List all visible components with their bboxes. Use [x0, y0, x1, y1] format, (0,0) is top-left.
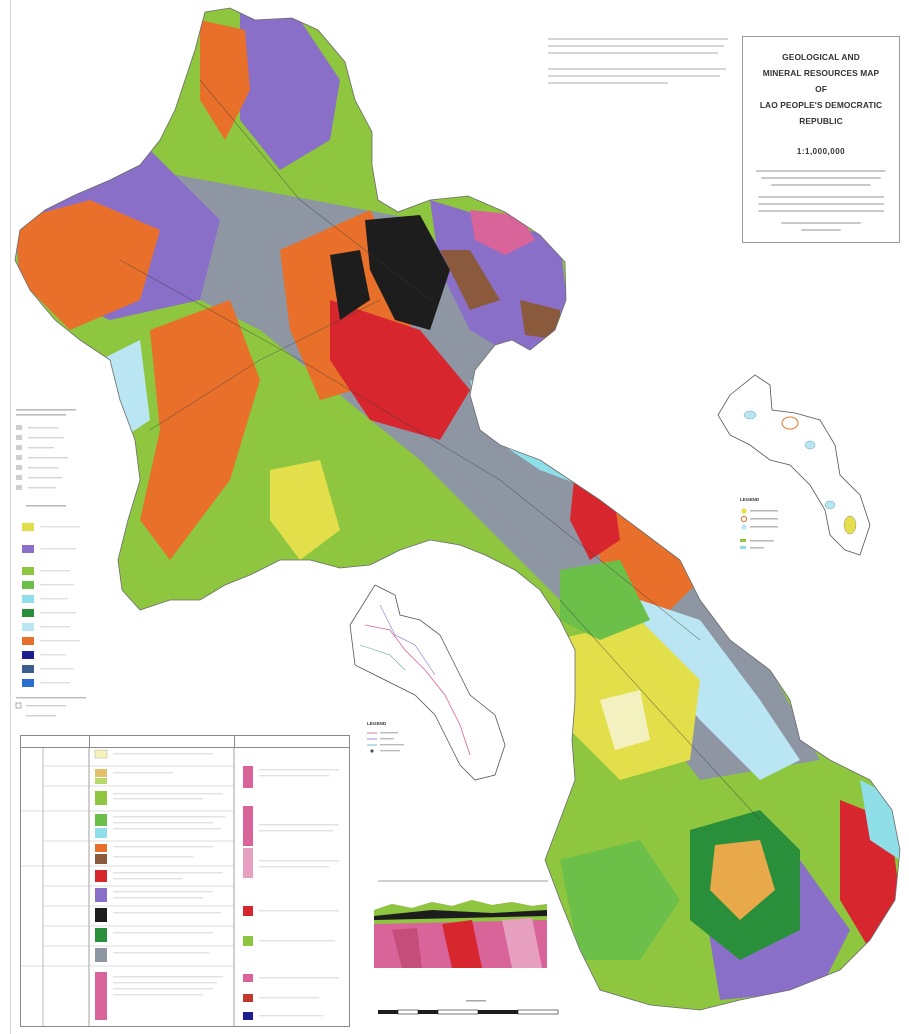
inset-map-mineral-potential: LEGEND: [717, 374, 871, 556]
map-scale: 1:1,000,000: [796, 147, 846, 156]
map-notes: [548, 38, 730, 89]
inset-map-administrative: LEGEND: [349, 584, 506, 781]
left-legend-column: [15, 409, 86, 717]
title-line-2: MINERAL RESOURCES MAP: [762, 68, 880, 78]
title-line-5: REPUBLIC: [799, 116, 843, 126]
table-head-col-2: [89, 736, 235, 748]
map-title-block: GEOLOGICAL AND MINERAL RESOURCES MAP OF …: [742, 36, 900, 243]
title-line-1: GEOLOGICAL AND: [782, 52, 860, 62]
inset-bottom-legend-heading: LEGEND: [367, 721, 387, 726]
table-head-col-1: [21, 736, 90, 748]
inset-right-legend-heading: LEGEND: [740, 497, 760, 502]
table-head-col-3: [234, 736, 349, 748]
sheet-margin-line: [10, 0, 11, 1034]
stratigraphic-table: [20, 735, 350, 1027]
geologic-cross-section: [374, 880, 548, 968]
scale-bar: [378, 1000, 559, 1015]
title-line-4: LAO PEOPLE'S DEMOCRATIC: [759, 100, 883, 110]
stratigraphic-column: [21, 747, 339, 1026]
title-line-3: OF: [815, 84, 827, 94]
